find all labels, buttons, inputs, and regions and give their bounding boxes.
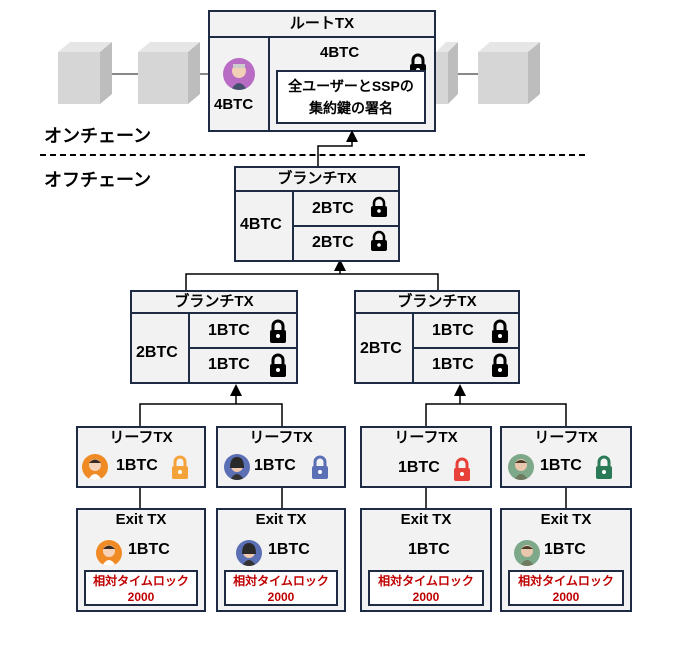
leaf-tx-title: リーフTX xyxy=(534,429,598,446)
lock-icon xyxy=(492,353,508,377)
branch-left-hdivider xyxy=(188,347,296,349)
onchain-label: オンチェーン xyxy=(44,126,152,146)
leaf-amount: 1BTC xyxy=(398,459,440,476)
chain-separator xyxy=(40,154,585,156)
timelock-value: 2000 xyxy=(267,590,295,604)
exit-tx: Exit TX 1BTC 相対タイムロック 2000 xyxy=(76,508,206,612)
exit-tx: Exit TX 1BTC 相対タイムロック 2000 xyxy=(216,508,346,612)
root-left-amount: 4BTC xyxy=(214,96,254,113)
root-tx: ルートTX 4BTC 4BTC 全ユーザーとSSPの 集約鍵の署名 xyxy=(208,10,436,132)
lock-icon xyxy=(492,319,508,343)
timelock-label: 相対タイムロック xyxy=(518,574,614,588)
branch-top-out1: 2BTC xyxy=(312,200,354,217)
lock-icon xyxy=(172,455,188,479)
branch-left-out2: 1BTC xyxy=(208,356,250,373)
lock-icon xyxy=(371,196,387,217)
branch-right: ブランチTX 2BTC 1BTC 1BTC xyxy=(354,290,520,384)
exit-tx-title: Exit TX xyxy=(115,511,167,528)
blockchain-cube-icon xyxy=(138,42,200,104)
exit-amount: 1BTC xyxy=(128,541,170,558)
leaf-tx: リーフTX 1BTC xyxy=(500,426,632,488)
leaf-amount: 1BTC xyxy=(540,457,582,474)
blockchain-cube-icon xyxy=(478,42,540,104)
exit-amount: 1BTC xyxy=(544,541,586,558)
lock-icon xyxy=(454,457,470,481)
leaf-tx: リーフTX 1BTC xyxy=(76,426,206,488)
leaf-amount: 1BTC xyxy=(116,457,158,474)
timelock-label: 相対タイムロック xyxy=(378,574,474,588)
branch-right-title: ブランチTX xyxy=(356,292,518,314)
relative-timelock: 相対タイムロック 2000 xyxy=(224,570,338,606)
timelock-value: 2000 xyxy=(127,590,155,604)
leaf-tx-title: リーフTX xyxy=(249,429,313,446)
branch-top-hdivider xyxy=(292,225,398,227)
branch-top: ブランチTX 4BTC 2BTC 2BTC xyxy=(234,166,400,262)
timelock-label: 相対タイムロック xyxy=(233,574,329,588)
branch-left-out1: 1BTC xyxy=(208,322,250,339)
relative-timelock: 相対タイムロック 2000 xyxy=(508,570,624,606)
branch-top-out2: 2BTC xyxy=(312,234,354,251)
relative-timelock: 相対タイムロック 2000 xyxy=(84,570,198,606)
leaf-tx-title: リーフTX xyxy=(109,429,173,446)
user-avatar-icon xyxy=(236,540,262,566)
branch-right-hdivider xyxy=(412,347,518,349)
branch-left-amount: 2BTC xyxy=(136,344,178,361)
branch-right-amount: 2BTC xyxy=(360,340,402,357)
lock-icon xyxy=(312,455,328,479)
exit-tx: Exit TX 1BTC 相対タイムロック 2000 xyxy=(500,508,632,612)
branch-top-title: ブランチTX xyxy=(236,168,398,192)
lock-icon xyxy=(270,319,286,343)
relative-timelock: 相対タイムロック 2000 xyxy=(368,570,484,606)
exit-tx-title: Exit TX xyxy=(540,511,592,528)
lock-icon xyxy=(371,230,387,251)
timelock-value: 2000 xyxy=(552,590,580,604)
lock-icon xyxy=(596,455,612,479)
leaf-tx: リーフTX 1BTC xyxy=(216,426,346,488)
root-tx-divider xyxy=(268,38,270,130)
exit-tx-title: Exit TX xyxy=(255,511,307,528)
leaf-tx: リーフTX 1BTC xyxy=(360,426,492,488)
exit-tx: Exit TX 1BTC 相対タイムロック 2000 xyxy=(360,508,492,612)
leaf-tx-title: リーフTX xyxy=(394,429,458,446)
signature-line-2: 集約鍵の署名 xyxy=(309,100,393,116)
blockchain-cube-icon xyxy=(436,42,458,104)
root-right-amount: 4BTC xyxy=(320,44,360,61)
signature-line-1: 全ユーザーとSSPの xyxy=(288,78,414,94)
user-avatar-icon xyxy=(96,540,122,566)
timelock-value: 2000 xyxy=(412,590,440,604)
exit-amount: 1BTC xyxy=(408,541,450,558)
user-avatar-icon xyxy=(224,454,250,480)
root-tx-title: ルートTX xyxy=(210,12,434,38)
user-avatar-icon xyxy=(508,454,534,480)
offchain-label: オフチェーン xyxy=(44,170,152,190)
leaf-amount: 1BTC xyxy=(254,457,296,474)
exit-tx-title: Exit TX xyxy=(400,511,452,528)
blockchain xyxy=(58,42,540,104)
lock-icon xyxy=(270,353,286,377)
branch-top-amount: 4BTC xyxy=(240,216,282,233)
user-avatar-icon xyxy=(223,58,255,90)
branch-left: ブランチTX 2BTC 1BTC 1BTC xyxy=(130,290,298,384)
branch-left-title: ブランチTX xyxy=(132,292,296,314)
root-signature-box: 全ユーザーとSSPの 集約鍵の署名 xyxy=(276,70,426,124)
branch-right-out1: 1BTC xyxy=(432,322,474,339)
branch-right-out2: 1BTC xyxy=(432,356,474,373)
timelock-label: 相対タイムロック xyxy=(93,574,189,588)
user-avatar-icon xyxy=(514,540,540,566)
blockchain-cube-icon xyxy=(58,42,112,104)
user-avatar-icon xyxy=(82,454,108,480)
exit-amount: 1BTC xyxy=(268,541,310,558)
